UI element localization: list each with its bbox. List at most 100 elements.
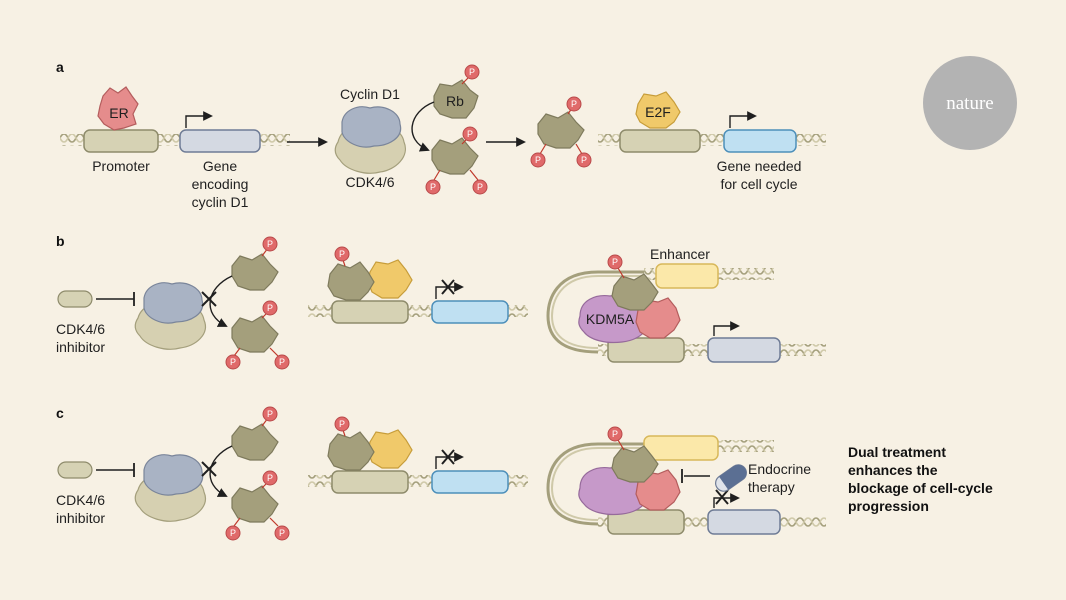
logo-text: nature bbox=[946, 93, 993, 114]
phosphate-label: P bbox=[230, 357, 236, 367]
note-line: Dual treatment bbox=[848, 444, 946, 460]
phospho-link bbox=[269, 517, 279, 527]
inhibitor-label-line2: inhibitor bbox=[56, 510, 105, 526]
phosphate-label: P bbox=[477, 182, 483, 192]
phosphate-label: P bbox=[339, 419, 345, 429]
rb-protein bbox=[611, 273, 659, 311]
nature-logo: nature bbox=[923, 56, 1017, 150]
kdm5a-label: KDM5A bbox=[586, 311, 635, 327]
panel-a: ER Promoter Gene encoding cyclin D1 Cycl… bbox=[60, 64, 826, 210]
e2f-label: E2F bbox=[645, 104, 671, 120]
transcription-arrow bbox=[713, 493, 740, 508]
phosphate-icon bbox=[576, 152, 592, 168]
transcription-arrow bbox=[435, 282, 464, 299]
pill-icon bbox=[57, 461, 93, 479]
dna-loop bbox=[550, 447, 644, 521]
phosphate-label: P bbox=[267, 473, 273, 483]
note-line: progression bbox=[848, 498, 929, 514]
panel-label-b: b bbox=[56, 233, 65, 249]
phosphate-label: P bbox=[339, 249, 345, 259]
phospho-link bbox=[617, 267, 625, 279]
rb-label: Rb bbox=[446, 93, 464, 109]
phosphate-icon bbox=[566, 96, 582, 112]
er-protein bbox=[97, 86, 139, 131]
rb-protein bbox=[231, 253, 279, 291]
phosphate-label: P bbox=[267, 303, 273, 313]
phosphate-icon bbox=[472, 179, 488, 195]
rb-protein bbox=[433, 79, 479, 119]
e2f-promoter-box bbox=[331, 470, 409, 494]
dna-loop bbox=[546, 442, 644, 526]
enhancer-box bbox=[643, 435, 719, 461]
block-x-icon bbox=[441, 449, 455, 465]
e2f-protein bbox=[367, 429, 413, 469]
promoter-box bbox=[607, 337, 685, 363]
phosphate-label: P bbox=[469, 67, 475, 77]
panel-label-a: a bbox=[56, 59, 64, 75]
endocrine-label-line2: therapy bbox=[748, 479, 795, 495]
phosphate-icon bbox=[334, 246, 350, 262]
pill-icon bbox=[57, 290, 93, 308]
phosphate-icon bbox=[607, 426, 623, 442]
blocked-arrow bbox=[209, 275, 233, 327]
phosphate-label: P bbox=[612, 429, 618, 439]
phosphate-label: P bbox=[612, 257, 618, 267]
endocrine-label-line1: Endocrine bbox=[748, 461, 811, 477]
cell-cycle-gene-box bbox=[431, 300, 509, 324]
rb-protein bbox=[611, 445, 659, 483]
cyclin-d1-protein bbox=[341, 106, 402, 148]
phosphate-icon bbox=[274, 354, 290, 370]
e2f-protein bbox=[367, 259, 413, 299]
phosphate-icon bbox=[607, 254, 623, 270]
phospho-link bbox=[469, 169, 479, 181]
gene-box bbox=[179, 129, 261, 153]
phospho-link bbox=[233, 517, 241, 527]
phosphate-icon bbox=[530, 152, 546, 168]
phospho-link bbox=[539, 143, 547, 155]
phosphate-icon bbox=[225, 525, 241, 541]
phosphate-icon bbox=[262, 300, 278, 316]
note-line: blockage of cell-cycle bbox=[848, 480, 993, 496]
phospho-link bbox=[269, 347, 279, 357]
rb-phosphorylated bbox=[431, 137, 479, 175]
phosphate-label: P bbox=[535, 155, 541, 165]
panel-c: CDK4/6 inhibitor P P P P P bbox=[56, 406, 826, 541]
e2f-promoter-box bbox=[619, 129, 701, 153]
er-label: ER bbox=[109, 105, 128, 121]
phosphate-icon bbox=[464, 64, 480, 80]
cyclin-d1-protein bbox=[143, 454, 204, 496]
gene-label-line3: cyclin D1 bbox=[192, 194, 249, 210]
dna-loop bbox=[546, 270, 644, 354]
phosphate-label: P bbox=[467, 129, 473, 139]
rb-protein bbox=[327, 261, 375, 301]
phosphate-label: P bbox=[230, 528, 236, 538]
phosphate-label: P bbox=[581, 155, 587, 165]
phosphate-icon bbox=[262, 470, 278, 486]
promoter-label: Promoter bbox=[92, 158, 150, 174]
phosphate-label: P bbox=[267, 409, 273, 419]
block-x-icon bbox=[201, 291, 217, 307]
summary-note: Dual treatment enhances the blockage of … bbox=[848, 444, 993, 514]
cyclin-d1-label: Cyclin D1 bbox=[340, 86, 400, 102]
block-x-icon bbox=[201, 461, 217, 477]
transcription-arrow bbox=[713, 321, 740, 336]
e2f-promoter-box bbox=[331, 300, 409, 324]
needed-label-line1: Gene needed bbox=[717, 158, 802, 174]
phospho-link bbox=[433, 169, 441, 181]
rb-phosphorylated bbox=[231, 315, 279, 353]
phosphate-icon bbox=[462, 126, 478, 142]
phosphate-label: P bbox=[279, 528, 285, 538]
phosphate-label: P bbox=[430, 182, 436, 192]
gene-box bbox=[707, 509, 781, 535]
block-x-icon bbox=[715, 489, 729, 505]
phosphorylation-arrow bbox=[411, 101, 435, 152]
enhancer-box bbox=[655, 263, 719, 289]
cyclin-d1-protein bbox=[143, 282, 204, 324]
transcription-arrow bbox=[435, 452, 464, 469]
cdk46-label: CDK4/6 bbox=[345, 174, 394, 190]
inhibitor-label-line2: inhibitor bbox=[56, 339, 105, 355]
logo-badge bbox=[923, 56, 1017, 150]
phosphate-icon bbox=[274, 525, 290, 541]
promoter-box bbox=[83, 129, 159, 153]
